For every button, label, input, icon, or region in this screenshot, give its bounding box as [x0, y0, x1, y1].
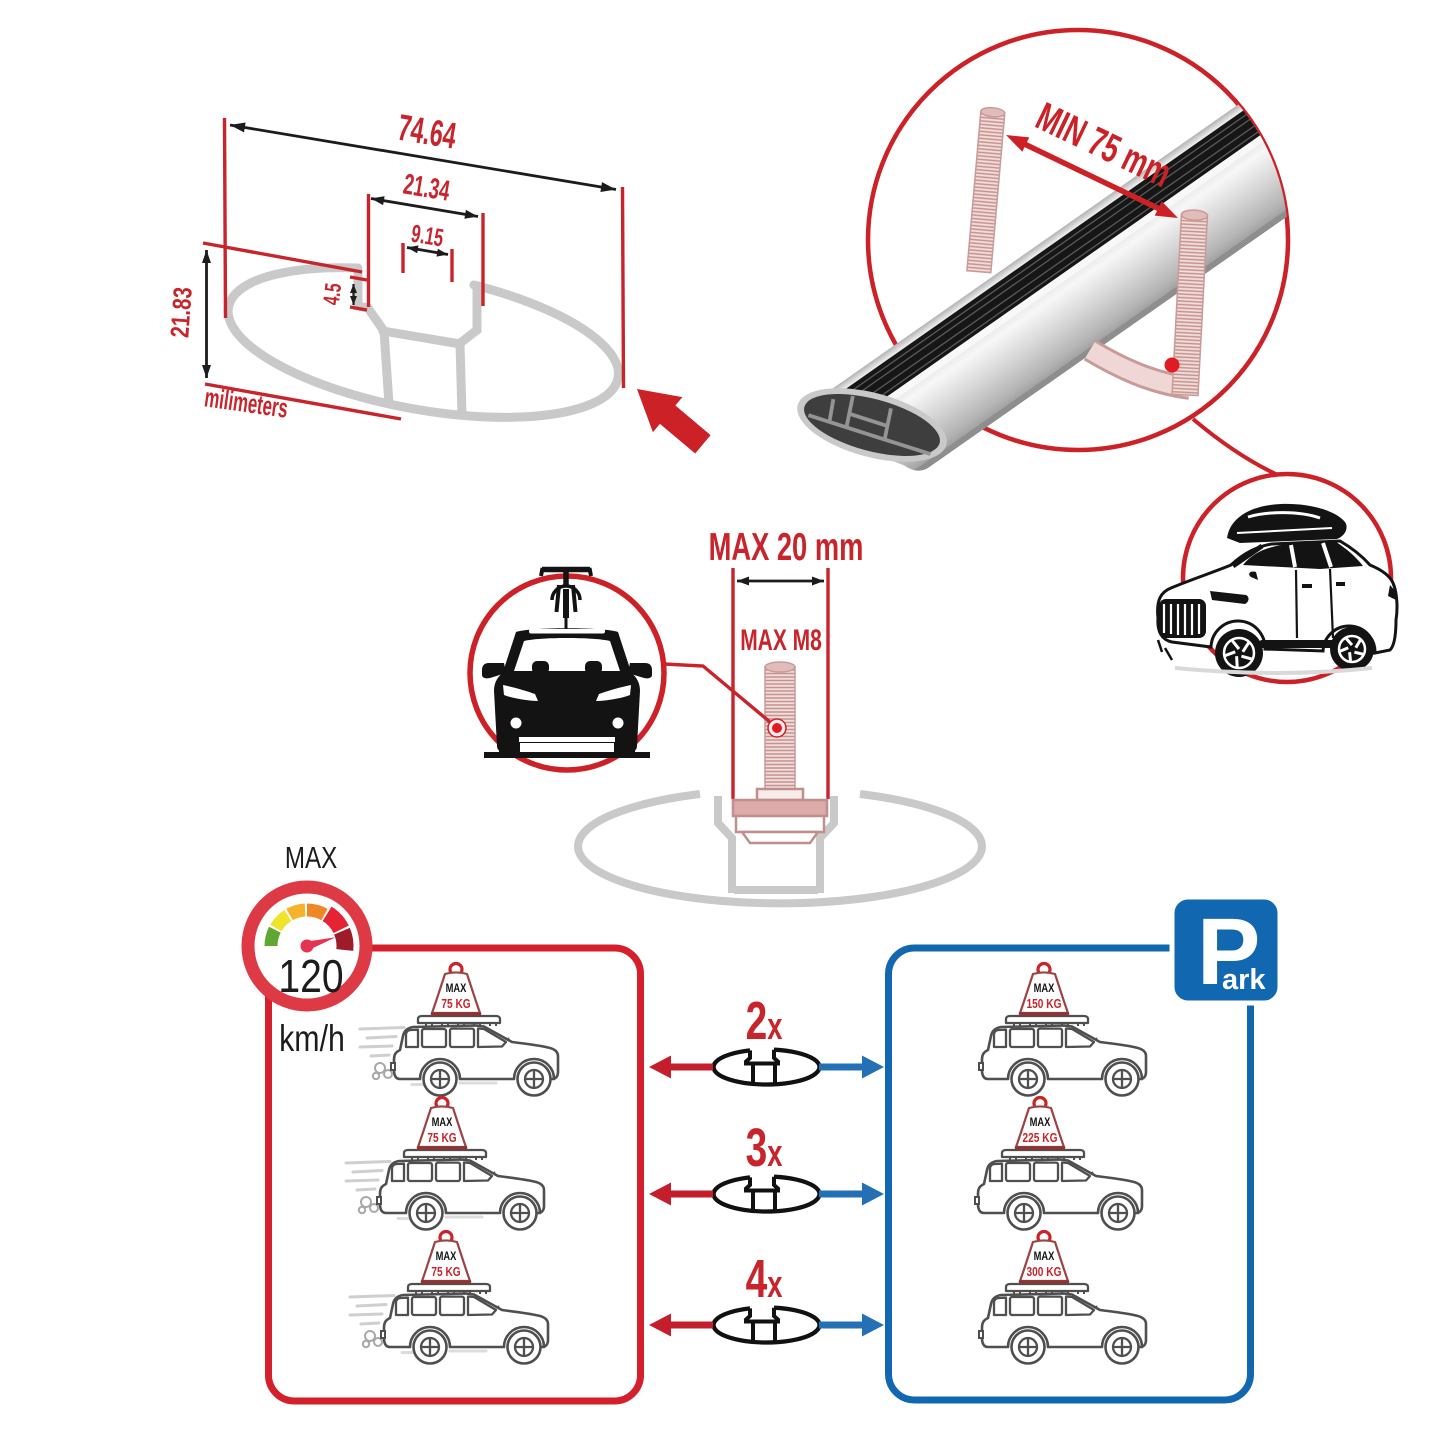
svg-text:75 KG: 75 KG: [431, 1265, 460, 1279]
svg-text:km/h: km/h: [279, 1018, 345, 1060]
svg-text:MAX: MAX: [436, 1250, 457, 1263]
svg-text:300 KG: 300 KG: [1027, 1265, 1062, 1279]
svg-text:75 KG: 75 KG: [441, 997, 470, 1011]
svg-text:MAX: MAX: [446, 982, 467, 995]
svg-text:74.64: 74.64: [395, 106, 460, 157]
svg-text:9.15: 9.15: [409, 220, 445, 252]
svg-text:2x: 2x: [746, 990, 783, 1051]
svg-text:75 KG: 75 KG: [427, 1131, 456, 1145]
svg-text:MAX: MAX: [1030, 1116, 1051, 1129]
svg-text:225 KG: 225 KG: [1023, 1131, 1058, 1145]
svg-text:ark: ark: [1222, 964, 1266, 996]
svg-text:P: P: [1197, 899, 1260, 1005]
svg-text:4x: 4x: [746, 1248, 783, 1309]
svg-text:MAX: MAX: [1034, 982, 1055, 995]
svg-text:MAX: MAX: [285, 840, 337, 875]
svg-text:21.34: 21.34: [401, 168, 452, 207]
svg-text:4.5: 4.5: [319, 282, 347, 307]
svg-text:120: 120: [278, 951, 343, 1003]
svg-text:milimeters: milimeters: [203, 382, 290, 423]
svg-text:150 KG: 150 KG: [1027, 997, 1062, 1011]
svg-text:MAX: MAX: [1034, 1250, 1055, 1263]
svg-text:3x: 3x: [746, 1117, 783, 1178]
svg-text:21.83: 21.83: [165, 286, 197, 339]
svg-text:MAX M8: MAX M8: [740, 625, 822, 657]
svg-text:MAX 20 mm: MAX 20 mm: [709, 526, 864, 569]
svg-text:MAX: MAX: [432, 1116, 453, 1129]
